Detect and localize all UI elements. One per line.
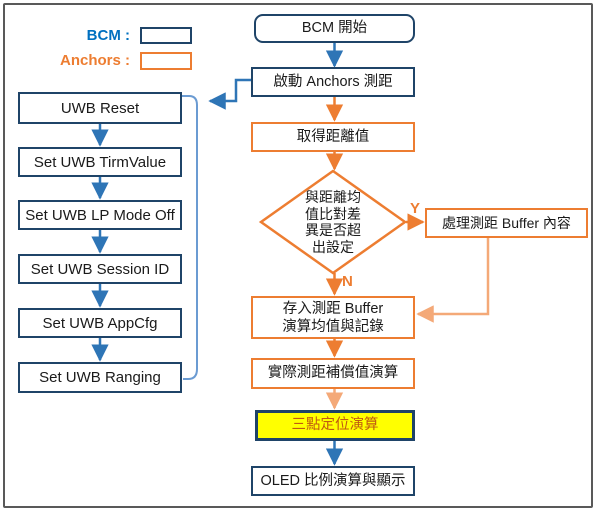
node-process-buffer: 處理測距 Buffer 內容 xyxy=(425,208,588,238)
legend-anchors-swatch xyxy=(140,52,192,70)
node-set-uwb-session-id: Set UWB Session ID xyxy=(18,254,182,284)
node-oled-display: OLED 比例演算與顯示 xyxy=(251,466,415,496)
decision-diamond-shape xyxy=(258,169,408,275)
decision-yes-label: Y xyxy=(410,200,421,217)
loop-line-ranging-to-reset xyxy=(182,95,198,380)
node-bcm-start: BCM 開始 xyxy=(254,14,415,43)
node-compensation: 實際測距補償值演算 xyxy=(251,358,415,389)
legend-bcm-label: BCM : xyxy=(86,27,130,44)
arrow-activate-to-uwb-reset xyxy=(208,78,251,110)
decision-no-label: N xyxy=(342,273,353,290)
node-get-distance: 取得距離值 xyxy=(251,122,415,152)
store-buffer-line-2: 演算均值與記錄 xyxy=(282,318,384,335)
decision-line-1: 與距離均 xyxy=(305,189,361,205)
legend-anchors-label: Anchors : xyxy=(59,52,130,69)
node-set-uwb-appcfg: Set UWB AppCfg xyxy=(18,308,182,338)
node-set-uwb-lp-mode-off: Set UWB LP Mode Off xyxy=(18,200,182,230)
decision-line-4: 出設定 xyxy=(312,238,354,255)
node-activate-anchors: 啟動 Anchors 測距 xyxy=(251,67,415,97)
node-uwb-reset: UWB Reset xyxy=(18,92,182,124)
decision-diamond-text: 與距離均 值比對差 異是否超 出設定 xyxy=(268,189,398,257)
legend-bcm-swatch xyxy=(140,27,192,44)
node-store-buffer: 存入測距 Buffer 演算均值與記錄 xyxy=(251,296,415,339)
decision-line-2: 值比對差 xyxy=(305,205,361,222)
node-store-buffer-lines: 存入測距 Buffer 演算均值與記錄 xyxy=(282,300,384,336)
arrow-processbuffer-to-store xyxy=(416,238,490,323)
node-set-uwb-ranging: Set UWB Ranging xyxy=(18,362,182,393)
decision-line-3: 異是否超 xyxy=(305,222,361,238)
node-triangulation: 三點定位演算 xyxy=(255,410,415,441)
store-buffer-line-1: 存入測距 Buffer xyxy=(282,300,384,317)
node-set-uwb-tirmvalue: Set UWB TirmValue xyxy=(18,147,182,177)
